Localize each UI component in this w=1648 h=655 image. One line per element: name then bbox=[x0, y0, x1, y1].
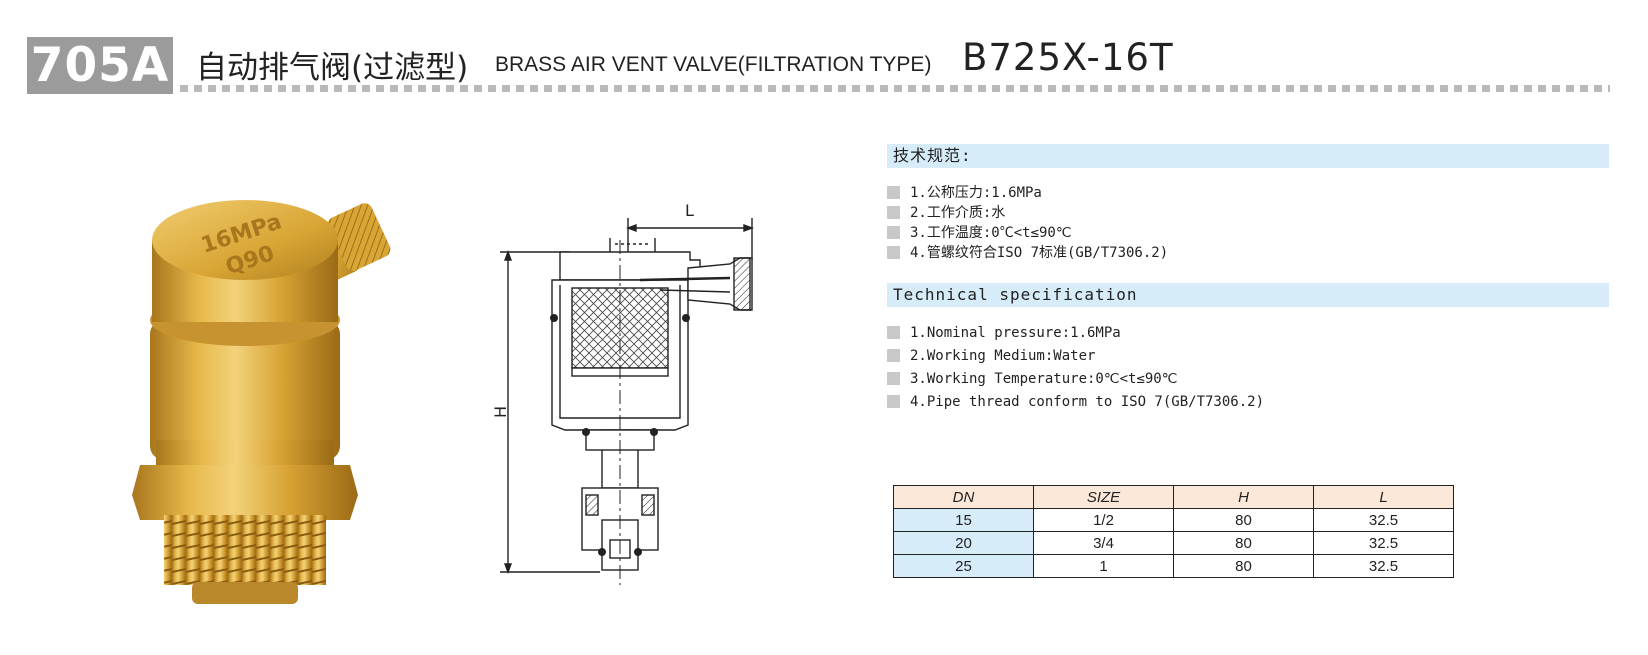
cell-h: 80 bbox=[1173, 554, 1314, 578]
bullet-square-icon bbox=[887, 185, 900, 199]
spec-list-en: 1.Nominal pressure:1.6MPa 2.Working Medi… bbox=[887, 321, 1264, 413]
spec-item: 2.工作介质:水 bbox=[887, 202, 1168, 222]
model-number: B725X-16T bbox=[962, 36, 1174, 79]
header-dashed-divider bbox=[180, 85, 1610, 92]
spec-heading-en: Technical specification bbox=[887, 283, 1609, 307]
dimensions-table: DN SIZE H L 15 1/2 80 32.5 20 3/4 80 32.… bbox=[893, 485, 1454, 578]
table-row: 20 3/4 80 32.5 bbox=[893, 531, 1454, 555]
spec-item: 1.Nominal pressure:1.6MPa bbox=[887, 321, 1264, 344]
valve-product-image: 16MPa Q90 bbox=[132, 200, 391, 604]
spec-item: 3.工作温度:0℃<t≤90℃ bbox=[887, 222, 1168, 242]
column-header-size: SIZE bbox=[1033, 485, 1174, 509]
column-header-dn: DN bbox=[893, 485, 1034, 509]
spec-list-cn: 1.公称压力:1.6MPa 2.工作介质:水 3.工作温度:0℃<t≤90℃ 4… bbox=[887, 182, 1168, 262]
bullet-square-icon bbox=[887, 395, 900, 408]
product-code-badge: 705A bbox=[27, 37, 173, 94]
bullet-square-icon bbox=[887, 349, 900, 362]
bullet-square-icon bbox=[887, 225, 900, 239]
bullet-square-icon bbox=[887, 245, 900, 259]
cell-h: 80 bbox=[1173, 531, 1314, 555]
spec-item: 1.公称压力:1.6MPa bbox=[887, 182, 1168, 202]
table-row: 25 1 80 32.5 bbox=[893, 554, 1454, 578]
column-header-h: H bbox=[1173, 485, 1314, 509]
bullet-square-icon bbox=[887, 326, 900, 339]
spec-item: 2.Working Medium:Water bbox=[887, 344, 1264, 367]
spec-item: 4.管螺纹符合ISO 7标准(GB/T7306.2) bbox=[887, 242, 1168, 262]
spec-item: 4.Pipe thread conform to ISO 7(GB/T7306.… bbox=[887, 390, 1264, 413]
cell-l: 32.5 bbox=[1313, 531, 1454, 555]
cell-size: 3/4 bbox=[1033, 531, 1174, 555]
cell-dn: 25 bbox=[893, 554, 1034, 578]
cell-l: 32.5 bbox=[1313, 554, 1454, 578]
spec-heading-cn: 技术规范: bbox=[887, 144, 1609, 168]
spec-item: 3.Working Temperature:0℃<t≤90℃ bbox=[887, 367, 1264, 390]
cell-size: 1/2 bbox=[1033, 508, 1174, 532]
cell-l: 32.5 bbox=[1313, 508, 1454, 532]
cell-h: 80 bbox=[1173, 508, 1314, 532]
table-row: 15 1/2 80 32.5 bbox=[893, 508, 1454, 532]
product-title-en: BRASS AIR VENT VALVE(FILTRATION TYPE) bbox=[495, 53, 932, 76]
cell-dn: 20 bbox=[893, 531, 1034, 555]
cell-dn: 15 bbox=[893, 508, 1034, 532]
bullet-square-icon bbox=[887, 205, 900, 219]
cross-section-drawing: L H bbox=[491, 201, 754, 585]
bullet-square-icon bbox=[887, 372, 900, 385]
dimension-label-h: H bbox=[491, 406, 510, 418]
product-title-cn: 自动排气阀(过滤型) bbox=[196, 50, 469, 86]
table-header-row: DN SIZE H L bbox=[893, 485, 1454, 509]
column-header-l: L bbox=[1313, 485, 1454, 509]
dimension-label-l: L bbox=[685, 201, 694, 220]
cell-size: 1 bbox=[1033, 554, 1174, 578]
